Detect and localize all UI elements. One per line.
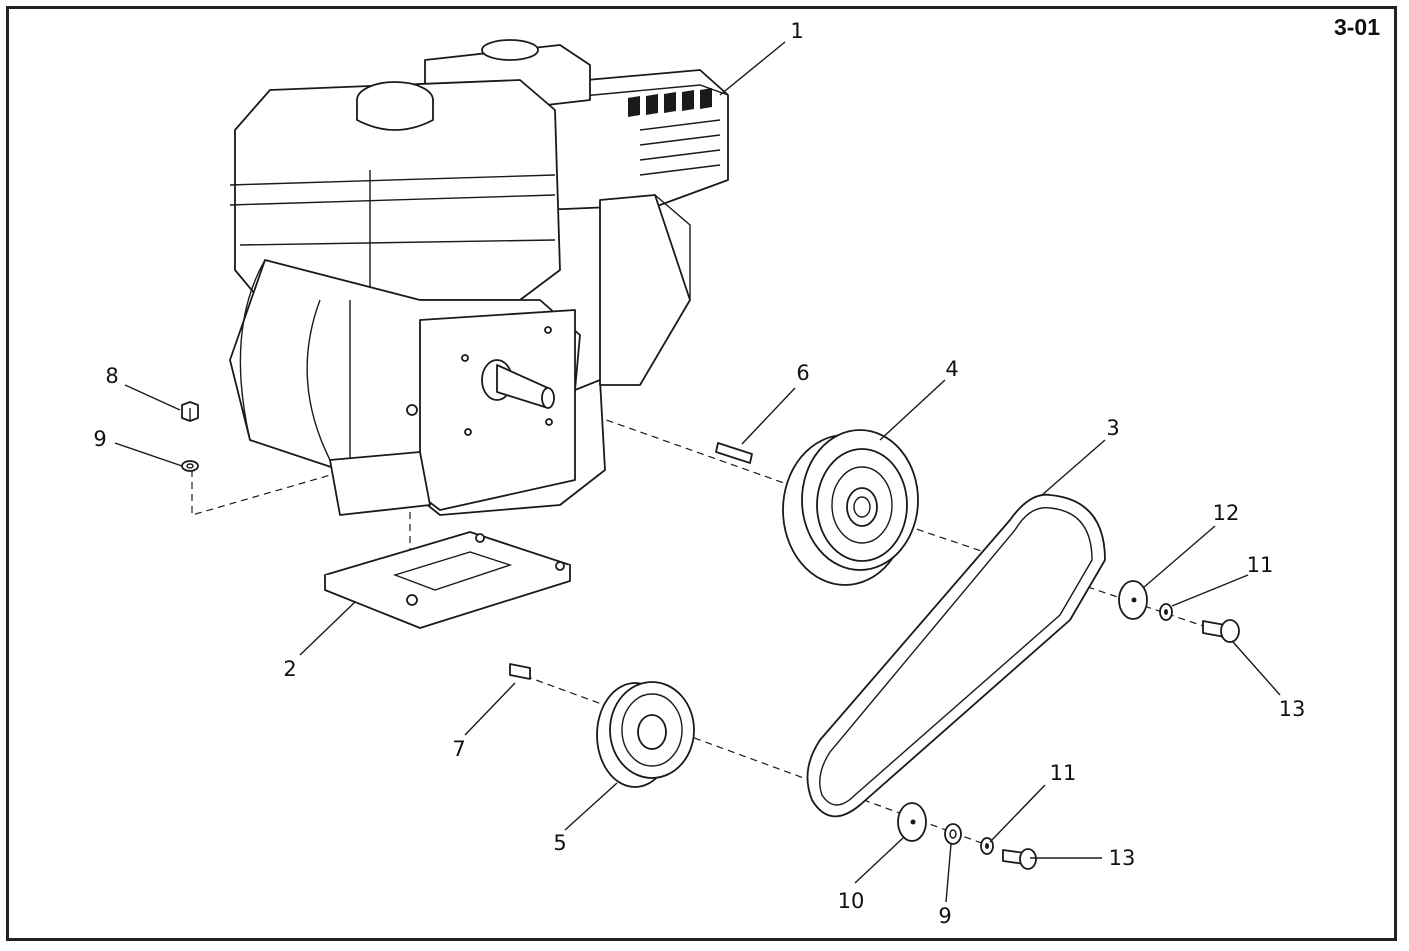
lock-washer-part-upper	[1159, 603, 1173, 621]
callout-5: 5	[553, 831, 566, 855]
washer-part-upper	[181, 460, 199, 472]
callout-1: 1	[790, 19, 803, 43]
bolt-part-upper	[1202, 619, 1240, 643]
v-belt-part	[806, 493, 1106, 818]
callout-7: 7	[452, 737, 465, 761]
lock-washer-part-lower	[980, 837, 994, 855]
muffler-grille	[628, 88, 721, 176]
diagram-border	[6, 6, 1397, 941]
callout-2: 2	[283, 657, 296, 681]
callout-11-upper: 11	[1247, 553, 1274, 577]
page-code: 3-01	[1333, 14, 1380, 40]
callout-4: 4	[945, 357, 958, 381]
key-part-7	[509, 663, 531, 680]
callouts: 1 2 3 4 5 6 7 8 9 9 10 11 11 12 13 13	[93, 19, 1305, 928]
washer-part-lower	[944, 823, 962, 845]
key-part-6	[715, 442, 753, 464]
callout-13-lower: 13	[1109, 846, 1136, 870]
bolt-part-lower	[1002, 848, 1037, 870]
drive-pulley-part	[782, 429, 919, 586]
callout-9-lower: 9	[938, 904, 951, 928]
callout-11-lower: 11	[1050, 761, 1077, 785]
callout-3: 3	[1106, 416, 1119, 440]
callout-9-upper: 9	[93, 427, 106, 451]
callout-12: 12	[1213, 501, 1240, 525]
callout-8: 8	[105, 364, 118, 388]
nut-part	[181, 401, 199, 422]
callout-13-upper: 13	[1279, 697, 1306, 721]
washer-part-12	[1118, 580, 1148, 620]
driven-pulley-part	[596, 681, 695, 788]
leader-lines	[114, 41, 1281, 903]
callout-6: 6	[796, 361, 809, 385]
callout-10: 10	[838, 889, 865, 913]
washer-part-10	[897, 802, 927, 842]
mounting-plate-part	[324, 531, 571, 629]
engine-part	[229, 39, 729, 516]
